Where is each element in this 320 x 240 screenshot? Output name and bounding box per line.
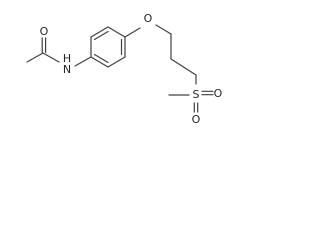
carbonyl-oxygen-label: O xyxy=(40,25,49,38)
ring-bond-3 xyxy=(107,26,126,38)
chemical-structure: O H N O S O O xyxy=(26,12,223,126)
ring-bond-2 xyxy=(90,26,109,38)
amide-hydrogen-label: H xyxy=(63,52,71,65)
amide-nitrogen-label: N xyxy=(63,63,71,76)
ring-bond-6 xyxy=(90,56,109,68)
ring-to-ether-oxygen-bond xyxy=(124,27,141,38)
ring-inner-bond-1 xyxy=(93,30,109,41)
ring-bond-5 xyxy=(107,56,126,68)
sulfonyl-oxygen-bottom-label: O xyxy=(192,113,201,126)
sulfonyl-oxygen-right-label: O xyxy=(214,87,223,100)
carbonyl-to-nitrogen-bond xyxy=(42,52,60,63)
ether-oxygen-label: O xyxy=(144,12,153,25)
nitrogen-to-ring-bond xyxy=(74,56,92,67)
sulfur-label: S xyxy=(193,88,200,101)
ring-inner-bond-3 xyxy=(93,53,109,64)
methyl-to-carbonyl-bond xyxy=(26,52,44,63)
chain-bond-2 xyxy=(170,58,197,76)
ether-oxygen-to-chain-bond xyxy=(155,24,172,35)
